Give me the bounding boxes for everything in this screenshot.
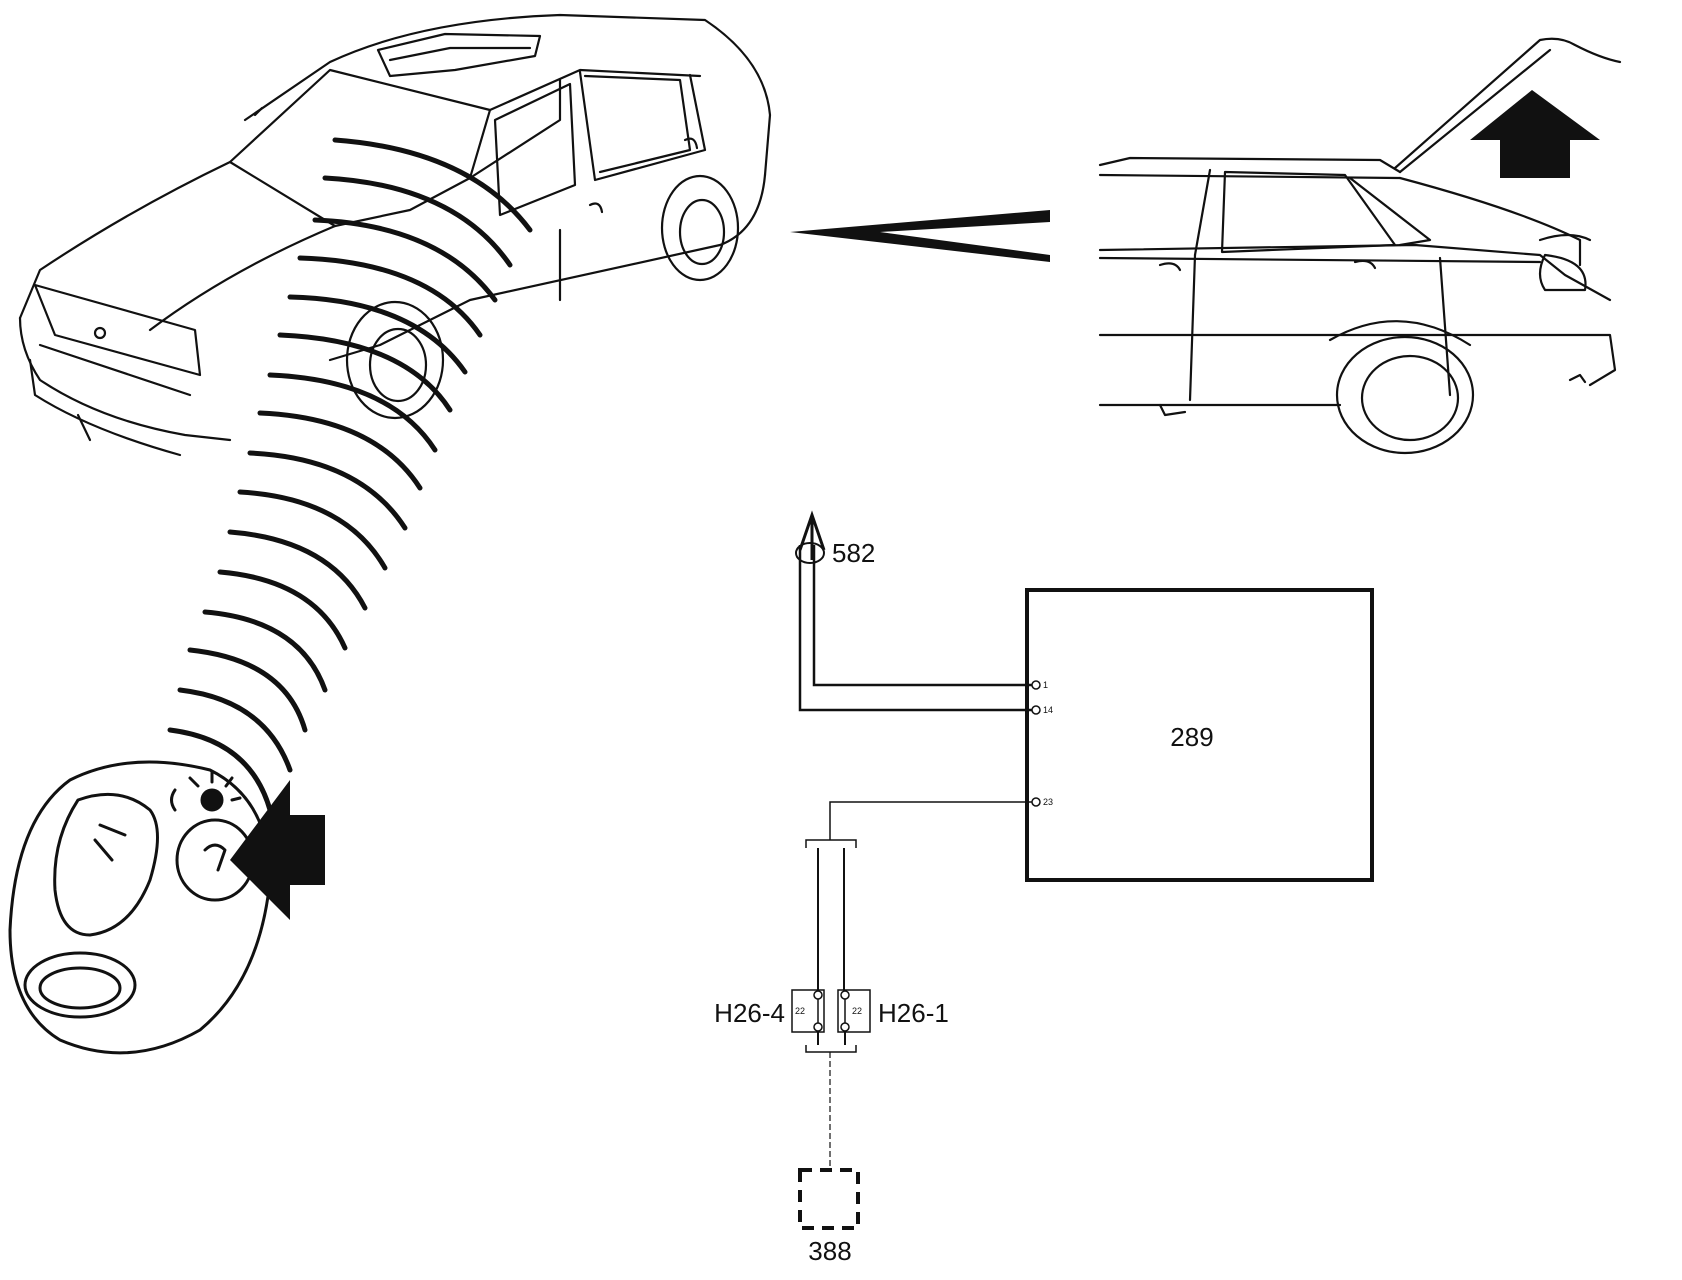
car-rear-illustration [1098, 37, 1622, 455]
wire-pin14 [798, 545, 1032, 712]
pin-14-label: 14 [1043, 705, 1053, 715]
component-388-label: 388 [808, 1236, 851, 1266]
module-label: 289 [1170, 722, 1213, 752]
splice-ring-582 [795, 542, 825, 564]
connector-582-label: 582 [832, 538, 875, 568]
module-289-box [1025, 588, 1374, 882]
pin-1-terminal [1031, 680, 1041, 690]
wire-pin23 [829, 801, 1032, 840]
pin-23-label: 23 [1043, 797, 1053, 807]
component-388-box [798, 1168, 860, 1230]
connector-h26-1-pin: 22 [852, 1006, 862, 1016]
connector-h26-4-pin: 22 [795, 1006, 805, 1016]
radio-waves-icon [167, 137, 533, 813]
view-pointer-wedge [790, 210, 1050, 262]
pin-23-terminal [1031, 797, 1041, 807]
pin-1-label: 1 [1043, 680, 1048, 690]
wiring-diagram: 289 1 14 23 582 22 H26-4 22 H26-1 [714, 510, 1374, 1266]
car-front-illustration [18, 13, 772, 457]
pin-14-terminal [1031, 705, 1041, 715]
connector-h26-4-label: H26-4 [714, 998, 785, 1028]
connector-h26-1-label: H26-1 [878, 998, 949, 1028]
wire-pin1 [812, 545, 1032, 687]
arrow-up-582 [798, 510, 826, 551]
key-fob-icon [8, 760, 272, 1055]
up-arrow-icon [1470, 90, 1600, 178]
press-arrow-icon [230, 780, 325, 920]
